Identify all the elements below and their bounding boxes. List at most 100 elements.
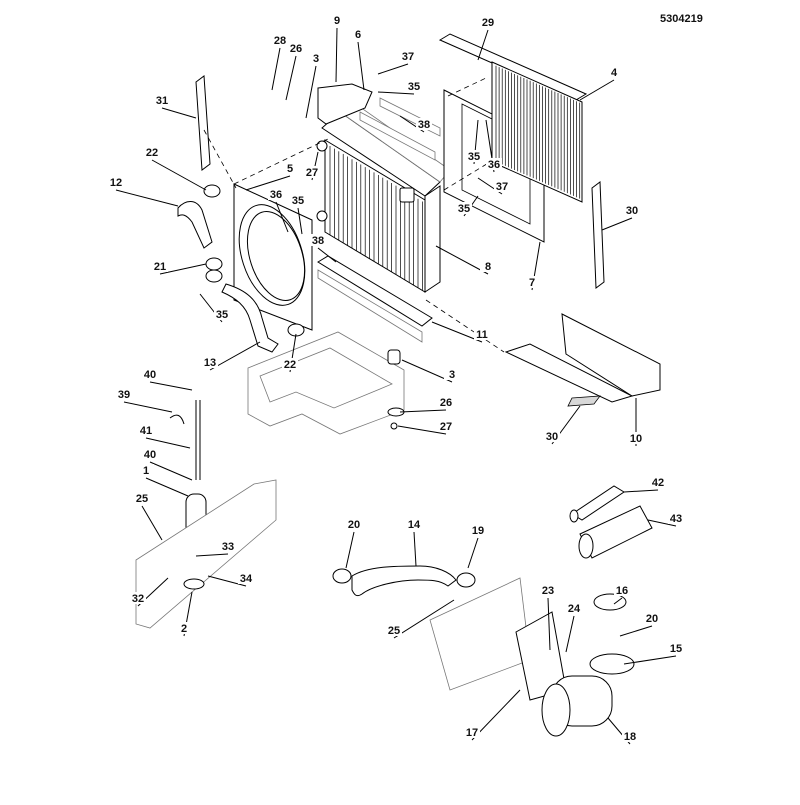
callout-bg-c28 bbox=[272, 34, 288, 46]
isolator bbox=[387, 349, 405, 430]
leader-line-c20b bbox=[619, 625, 653, 637]
callout-bg-c30b bbox=[544, 430, 560, 442]
fan-shroud bbox=[233, 183, 313, 331]
seal-strip-30 bbox=[591, 181, 605, 289]
leader-line-c19 bbox=[467, 537, 479, 569]
radiator-assembly bbox=[316, 99, 451, 293]
callout-bg-c5 bbox=[282, 162, 298, 174]
leader-line-c35d bbox=[297, 207, 303, 235]
callout-label-c26a: 26 bbox=[290, 43, 302, 55]
upper-hose bbox=[177, 184, 221, 249]
callout-label-c40a: 40 bbox=[144, 369, 156, 381]
callout-bg-c19 bbox=[470, 524, 486, 536]
callout-label-c35b: 35 bbox=[468, 151, 480, 163]
callout-bg-c41 bbox=[138, 424, 154, 436]
callout-bg-c35a bbox=[406, 80, 422, 92]
callout-bg-c3a bbox=[308, 52, 324, 64]
leader-line-c6 bbox=[357, 41, 365, 91]
leader-line-c21 bbox=[159, 263, 207, 275]
callout-label-c35a: 35 bbox=[408, 81, 420, 93]
callout-bg-c10 bbox=[628, 432, 644, 444]
callout-label-c8: 8 bbox=[485, 261, 491, 273]
callout-bg-c30a bbox=[624, 204, 640, 216]
seal-strip-31 bbox=[195, 75, 211, 171]
callout-label-c17: 17 bbox=[466, 727, 478, 739]
callout-bg-c43 bbox=[668, 512, 684, 524]
callout-bg-c24 bbox=[566, 602, 582, 614]
callout-bg-c27b bbox=[438, 420, 454, 432]
callout-label-c5: 5 bbox=[287, 163, 293, 175]
callout-label-c12: 12 bbox=[110, 177, 122, 189]
lower-bracket bbox=[317, 255, 433, 343]
hose-clamps bbox=[205, 257, 223, 283]
leader-line-c34 bbox=[207, 575, 247, 587]
callout-label-c22a: 22 bbox=[146, 147, 158, 159]
leader-line-c42 bbox=[623, 489, 659, 493]
callout-label-c25b: 25 bbox=[388, 625, 400, 637]
callout-bg-c36a bbox=[486, 158, 502, 170]
leader-line-c26a bbox=[285, 55, 297, 101]
callout-label-c36a: 36 bbox=[488, 159, 500, 171]
callout-bg-c35d bbox=[290, 194, 306, 206]
leader-line-c43 bbox=[647, 519, 677, 527]
callout-bg-c7 bbox=[524, 276, 540, 288]
callout-bg-c40a bbox=[142, 368, 158, 380]
leader-line-c26b bbox=[399, 409, 447, 413]
callout-bg-c4 bbox=[606, 66, 622, 78]
leader-line-c35a bbox=[377, 91, 415, 95]
callout-label-c9: 9 bbox=[334, 15, 340, 27]
leader-line-c40b bbox=[149, 461, 193, 481]
leader-line-c9 bbox=[335, 27, 338, 83]
callout-label-c24: 24 bbox=[568, 603, 581, 615]
callout-label-c2: 2 bbox=[181, 623, 187, 635]
callout-bg-c21 bbox=[152, 260, 168, 272]
callout-bg-c38b bbox=[310, 234, 326, 246]
callout-label-c34: 34 bbox=[240, 573, 253, 585]
callout-bg-c36b bbox=[268, 188, 284, 200]
callout-bg-c26a bbox=[288, 42, 304, 54]
leader-line-c16 bbox=[613, 597, 623, 605]
callout-bg-c38a bbox=[416, 118, 432, 130]
callout-bg-c13 bbox=[202, 356, 218, 368]
callout-bg-c22a bbox=[144, 146, 160, 158]
callout-bg-c11 bbox=[474, 328, 490, 340]
callout-bg-c22b bbox=[282, 358, 298, 370]
callout-label-c23: 23 bbox=[542, 585, 554, 597]
callout-bg-c29 bbox=[480, 16, 496, 28]
callout-label-c32: 32 bbox=[132, 593, 144, 605]
callout-bg-c8 bbox=[480, 260, 496, 272]
leader-line-c3b bbox=[401, 359, 453, 383]
callout-bg-c12 bbox=[108, 176, 124, 188]
leader-line-c15 bbox=[623, 655, 677, 665]
callout-label-c36b: 36 bbox=[270, 189, 282, 201]
callout-bg-c27a bbox=[304, 166, 320, 178]
leader-line-c14 bbox=[413, 531, 417, 567]
leader-line-c31 bbox=[161, 107, 197, 119]
callout-label-c39: 39 bbox=[118, 389, 130, 401]
callout-bg-c1 bbox=[138, 464, 154, 476]
callout-label-c27a: 27 bbox=[306, 167, 318, 179]
filter-elements bbox=[569, 485, 653, 559]
leader-line-c40a bbox=[149, 381, 193, 391]
callout-bg-c2 bbox=[176, 622, 192, 634]
leader-line-c22a bbox=[151, 159, 207, 191]
callout-label-c38a: 38 bbox=[418, 119, 430, 131]
callout-bg-c26b bbox=[438, 396, 454, 408]
leader-line-c36b bbox=[275, 201, 289, 233]
leader-line-c8 bbox=[435, 245, 489, 275]
callout-label-c37a: 37 bbox=[402, 51, 414, 63]
callout-bg-c6 bbox=[350, 28, 366, 40]
leader-line-c37a bbox=[377, 63, 409, 75]
callout-bg-c35e bbox=[214, 308, 230, 320]
leader-line-c12 bbox=[115, 189, 179, 207]
callout-bg-c20a bbox=[346, 518, 362, 530]
leader-line-c30a bbox=[601, 217, 633, 231]
callout-label-c29: 29 bbox=[482, 17, 494, 29]
baffle bbox=[504, 313, 661, 407]
document-number: 5304219 bbox=[660, 13, 703, 25]
callout-label-c3b: 3 bbox=[449, 369, 455, 381]
callout-bg-c35c bbox=[456, 202, 472, 214]
callout-label-c28: 28 bbox=[274, 35, 286, 47]
callout-bg-c34 bbox=[238, 572, 254, 584]
callout-bg-c16 bbox=[614, 584, 630, 596]
